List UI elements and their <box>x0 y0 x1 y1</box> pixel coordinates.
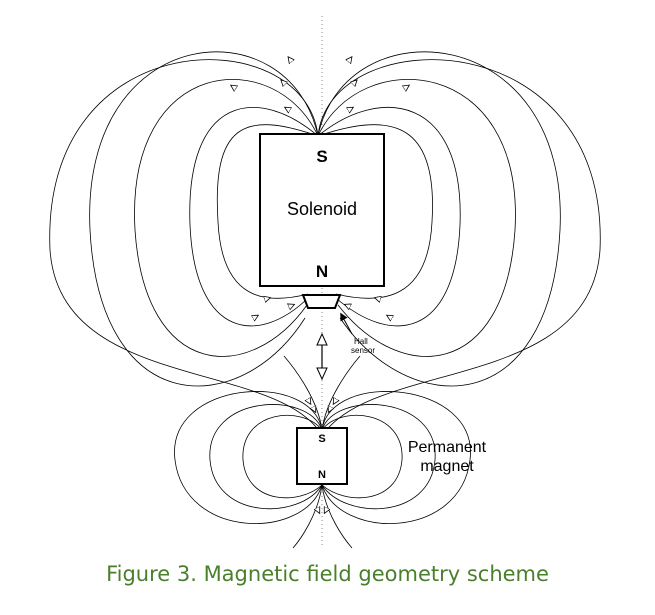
hall-sensor-label-line2: sensor <box>351 346 375 355</box>
solenoid-field-lines <box>49 51 601 433</box>
permanent-magnet-body <box>296 427 348 485</box>
solenoid-body <box>259 133 385 287</box>
hall-sensor-label-line1: Hall <box>354 337 368 346</box>
magnet-pole-north: N <box>318 469 326 481</box>
magnet-label-line1: Permanent <box>408 439 487 456</box>
figure-caption: Figure 3. Magnetic field geometry scheme <box>106 562 549 586</box>
hall-sensor-pointer <box>340 312 353 335</box>
magnet-label-line2: magnet <box>420 458 474 475</box>
magnet-field-lines <box>174 355 471 549</box>
movement-arrow <box>316 332 328 381</box>
hall-sensor <box>301 294 342 309</box>
solenoid-label: Solenoid <box>287 199 357 219</box>
solenoid-pole-south: S <box>316 147 327 166</box>
solenoid-pole-north: N <box>316 262 328 281</box>
magnet-pole-south: S <box>318 433 325 445</box>
magnetic-field-diagram: S Solenoid N Hall sensor S N Permanent m… <box>49 16 601 549</box>
